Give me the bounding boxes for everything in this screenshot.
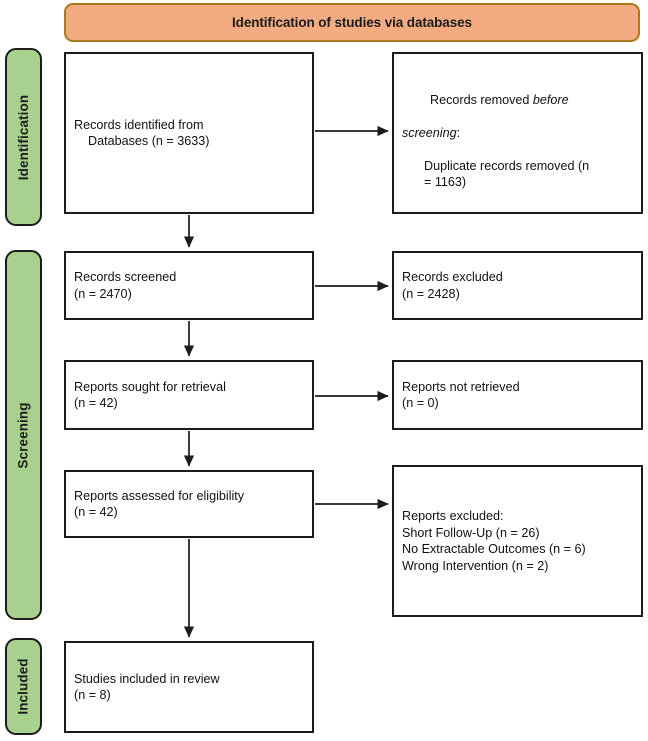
box-records-removed-line-1-emphasis: before [532,92,569,107]
box-records-removed-line-1-plain: Records removed [430,92,533,107]
stage-label-screening-text: Screening [16,401,31,469]
box-records-removed-line-2-plain: : [456,125,461,140]
box-reports-assessed-line-1: Reports assessed for eligibility [74,488,245,503]
phase-header-banner: Identification of studies via databases [64,3,640,42]
box-records-identified: Records identified from Databases (n = 3… [64,52,314,214]
box-studies-included-line-1: Studies included in review [74,671,220,686]
box-reports-not-retrieved-line-2: (n = 0) [402,396,439,410]
box-records-excluded-line-2: (n = 2428) [402,286,460,301]
box-reports-excluded-line-4: Wrong Intervention (n = 2) [402,558,549,573]
box-records-excluded: Records excluded (n = 2428) [392,251,643,320]
stage-label-included-text: Included [16,658,31,715]
box-reports-not-retrieved-line-1: Reports not retrieved [402,379,520,394]
stage-label-included: Included [5,638,42,735]
stage-label-screening: Screening [5,250,42,620]
box-reports-excluded-line-2: Short Follow-Up (n = 26) [402,525,540,540]
box-reports-excluded-line-1: Reports excluded: [402,509,504,523]
box-records-excluded-line-1: Records excluded [402,270,503,284]
box-records-removed-line-2: screening: [402,125,633,158]
box-reports-assessed-for-eligibility: Reports assessed for eligibility (n = 42… [64,470,314,538]
box-records-identified-line-2: Databases (n = 3633) [88,134,210,148]
box-reports-sought-line-1: Reports sought for retrieval [74,379,226,394]
stage-label-identification: Identification [5,48,42,226]
box-reports-excluded: Reports excluded: Short Follow-Up (n = 2… [392,465,643,617]
box-records-removed-line-1: Records removed before [402,75,633,125]
box-records-screened: Records screened (n = 2470) [64,251,314,320]
box-reports-excluded-line-3: No Extractable Outcomes (n = 6) [402,542,586,556]
box-records-removed-line-3: Duplicate records removed (n [424,158,590,173]
stage-label-identification-text: Identification [16,94,31,180]
box-records-identified-line-1: Records identified from [74,117,204,132]
box-records-removed-before-screening: Records removed before screening: Duplic… [392,52,643,214]
box-studies-included-in-review: Studies included in review (n = 8) [64,641,314,733]
box-reports-sought-line-2: (n = 42) [74,396,118,410]
box-reports-not-retrieved: Reports not retrieved (n = 0) [392,360,643,430]
box-studies-included-line-2: (n = 8) [74,688,111,702]
box-records-screened-line-1: Records screened [74,270,177,284]
box-reports-assessed-line-2: (n = 42) [74,505,118,519]
box-records-removed-line-2-emphasis: screening [402,125,457,140]
phase-header-title: Identification of studies via databases [232,15,472,30]
box-records-screened-line-2: (n = 2470) [74,286,132,301]
box-records-removed-line-4: = 1163) [424,175,467,190]
box-reports-sought-for-retrieval: Reports sought for retrieval (n = 42) [64,360,314,430]
